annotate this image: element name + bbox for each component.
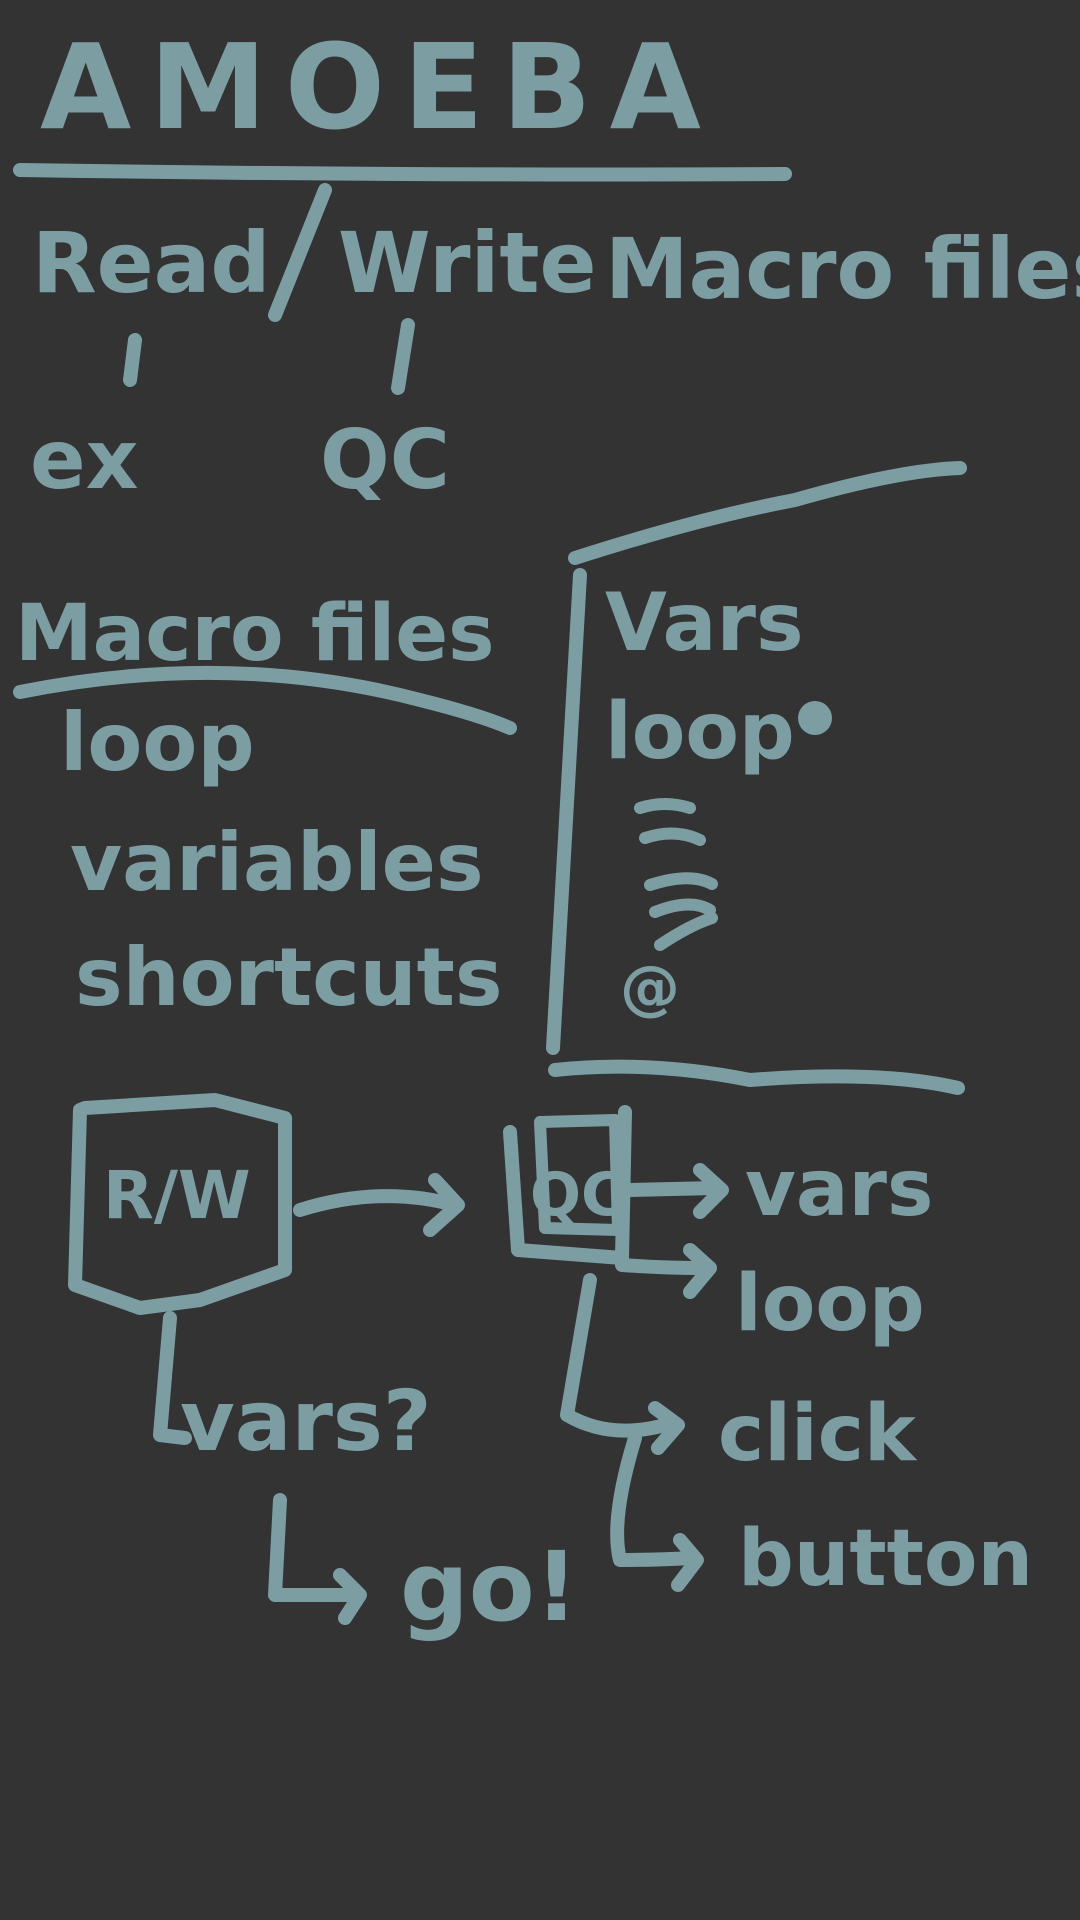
macro-files-label: Macro files (605, 220, 1080, 318)
title-underline (13, 163, 792, 182)
left-list-underline (13, 665, 517, 735)
go-label: go! (400, 1531, 578, 1643)
rw-box (68, 1093, 292, 1315)
arrow-qc-to-vars (623, 1181, 722, 1197)
arrow-qc-to-loop (615, 1258, 707, 1275)
output-button: button (738, 1514, 1033, 1604)
arrow-rw-to-question (153, 1311, 192, 1445)
arrow-qc-to-vars-head (693, 1163, 729, 1219)
qc-box-outer (503, 1105, 632, 1265)
rw-box-label: R/W (103, 1157, 251, 1234)
arrow-rw-to-qc (293, 1189, 462, 1217)
squiggle-line-5 (654, 912, 718, 951)
arrow-rw-to-qc-head (423, 1173, 465, 1237)
left-list-item-loop: loop (60, 696, 255, 789)
squiggle-line-2 (639, 827, 706, 846)
right-panel-top-border (568, 461, 967, 565)
right-panel-left-border (546, 568, 587, 1055)
title-amoeba: AMOEBA (40, 18, 719, 156)
squiggle-line-3 (644, 872, 718, 891)
write-label: Write (338, 214, 597, 312)
arrow-qc-to-click-head (648, 1401, 685, 1455)
squiggle-line-4 (649, 898, 716, 918)
output-click: click (718, 1389, 918, 1479)
right-panel-first-line: loop (605, 687, 795, 777)
read-example: ex (30, 413, 139, 508)
right-panel-heading: Vars (605, 576, 804, 669)
arrow-qc-to-click (560, 1273, 672, 1438)
read-tick (123, 333, 142, 387)
right-panel-bottom-border (548, 1059, 965, 1095)
read-label: Read (32, 214, 270, 312)
right-panel-marker: @ (620, 953, 680, 1023)
right-panel-loop-dot (798, 701, 832, 735)
slash-divider (268, 183, 332, 322)
qc-box-inner (534, 1114, 624, 1236)
left-list-item-shortcuts: shortcuts (75, 931, 502, 1024)
left-list-heading: Macro files (15, 589, 495, 679)
left-list-item-variables: variables (70, 816, 484, 909)
output-vars: vars (745, 1144, 933, 1234)
arrow-qc-to-loop-head (683, 1243, 717, 1299)
arrow-qc-to-button-head (671, 1533, 704, 1592)
qc-box-label: QC (530, 1160, 625, 1230)
question-vars: vars? (180, 1372, 432, 1470)
write-example: QC (320, 413, 450, 508)
arrow-qc-to-button (610, 1431, 697, 1567)
arrow-question-to-go (268, 1493, 362, 1602)
write-tick (391, 318, 415, 395)
output-loop: loop (735, 1259, 925, 1349)
squiggle-line-1 (634, 798, 696, 814)
arrow-question-to-go-head (333, 1568, 367, 1625)
